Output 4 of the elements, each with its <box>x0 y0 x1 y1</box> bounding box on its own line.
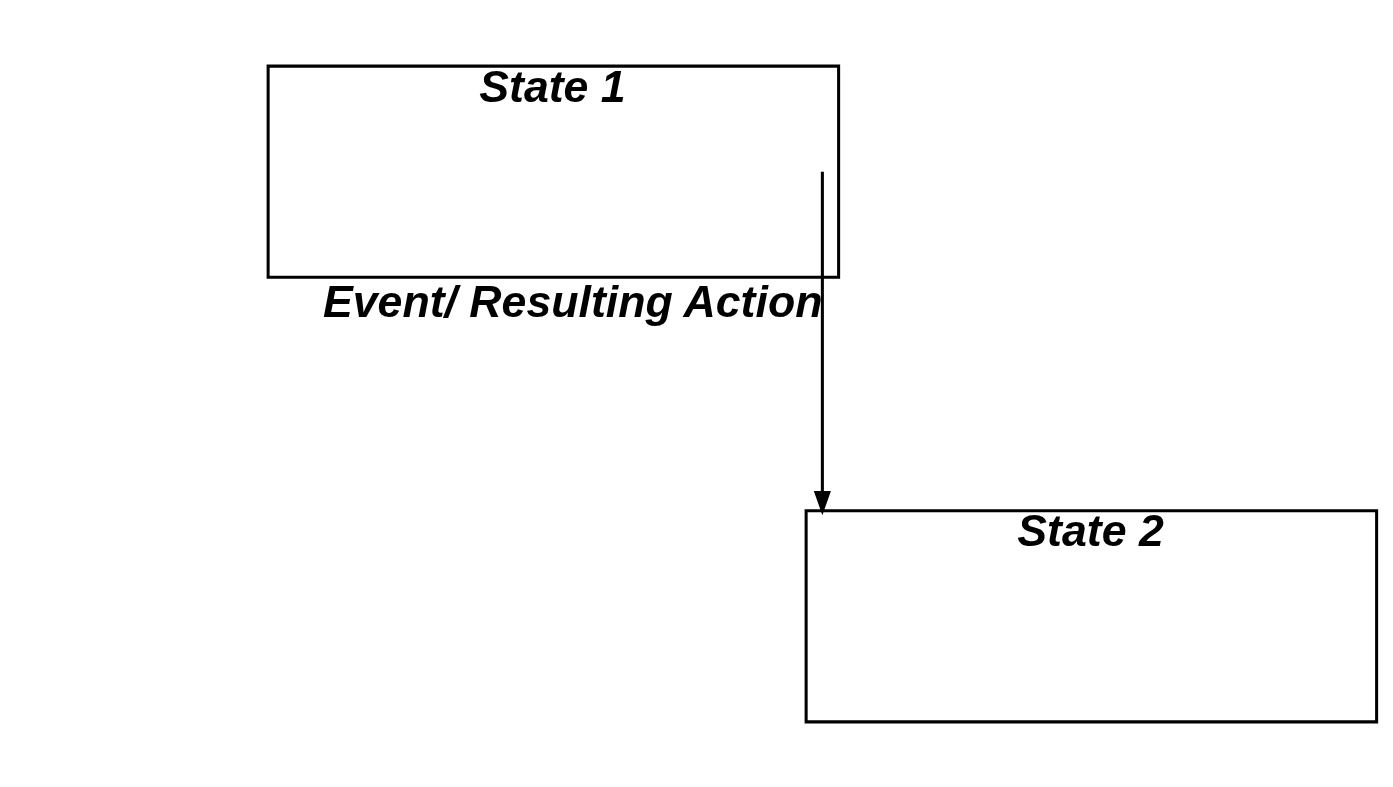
node-box: State 2 <box>804 508 1379 723</box>
edge-label: Event/ Resulting Action <box>322 276 823 326</box>
arrow <box>813 171 831 515</box>
node-box: State 1 <box>266 64 841 279</box>
